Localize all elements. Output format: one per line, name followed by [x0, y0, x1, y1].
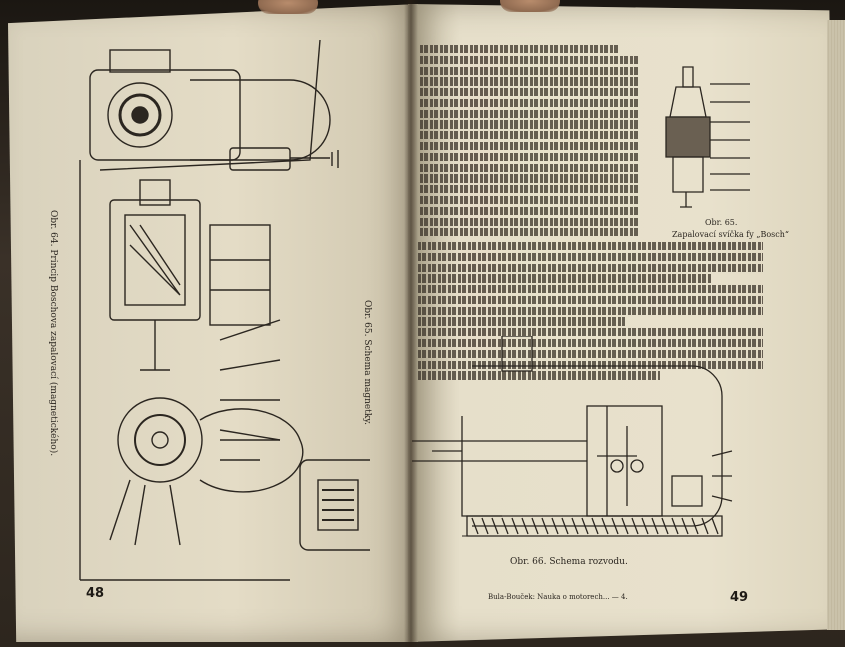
figure-64-caption: Obr. 64. Princip Boschova zapalovací (ma… — [48, 210, 58, 457]
left-page — [8, 4, 418, 642]
right-page-number: 49 — [730, 590, 749, 605]
figure-65b-label: Obr. 65. — [705, 218, 738, 227]
figure-65b-caption: Zapalovací svíčka fy „Bosch“ — [672, 230, 789, 239]
book-gutter — [404, 0, 418, 647]
distribution-schema-diagram — [412, 336, 733, 537]
figure-65-caption: Obr. 65. Schema magnetky. — [362, 300, 372, 426]
thumb-right — [500, 0, 560, 12]
left-page-number: 48 — [86, 586, 105, 601]
thumb-left — [258, 0, 318, 14]
figure-66-caption: Obr. 66. Schema rozvodu. — [510, 557, 628, 567]
spark-plug-figure — [665, 66, 750, 208]
running-footer: Bula-Bouček: Nauka o motorech... — 4. — [488, 593, 628, 601]
page-edges — [827, 20, 845, 630]
paragraph-wide — [418, 242, 763, 382]
paragraph-column — [420, 45, 640, 239]
magneto-diagram — [79, 40, 370, 581]
